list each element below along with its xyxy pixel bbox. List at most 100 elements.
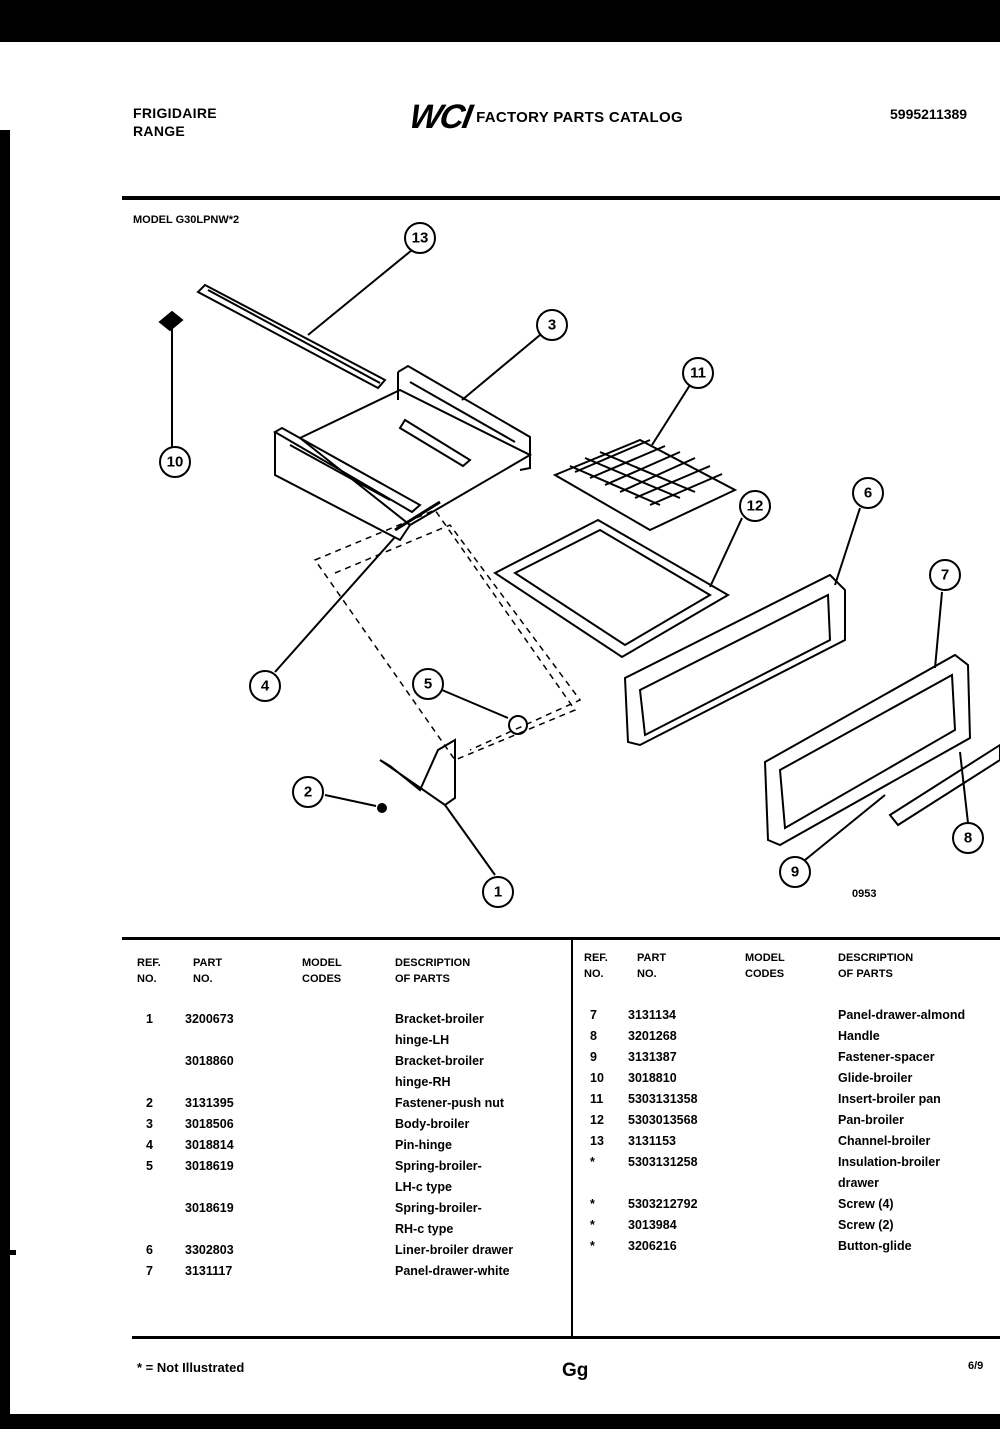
callout-6 xyxy=(852,477,884,509)
table-cell-desc: Screw (2) xyxy=(838,1218,894,1232)
table-cell-part: 3201268 xyxy=(628,1029,677,1043)
table-cell-ref: 1 xyxy=(146,1012,153,1026)
table-cell-ref: * xyxy=(590,1197,595,1211)
callout-1 xyxy=(482,876,514,908)
table-cell-desc: Glide-broiler xyxy=(838,1071,913,1085)
table-cell-ref: 6 xyxy=(146,1243,153,1257)
table-cell-ref: 5 xyxy=(146,1159,153,1173)
callout-label: 12 xyxy=(747,498,764,515)
part-spring-broiler xyxy=(508,715,528,735)
table-bottom-rule xyxy=(132,1336,1000,1339)
table-cell-part: 3018810 xyxy=(628,1071,677,1085)
part-handle xyxy=(888,743,1000,827)
wci-logo: WCI xyxy=(406,98,474,136)
table-cell-desc: Bracket-broiler xyxy=(395,1012,484,1026)
table-cell-desc: LH-c type xyxy=(395,1180,452,1194)
table-cell-desc: Liner-broiler drawer xyxy=(395,1243,514,1257)
table-cell-ref: 10 xyxy=(590,1071,604,1085)
scan-mark xyxy=(0,1250,16,1255)
table-cell-ref: 12 xyxy=(590,1113,604,1127)
col-header-desc: DESCRIPTION OF PARTS xyxy=(838,952,914,980)
brand-name: FRIGIDAIRE xyxy=(133,105,217,121)
table-cell-ref: 2 xyxy=(146,1096,153,1110)
callout-label: 3 xyxy=(548,317,556,334)
header-divider xyxy=(122,196,1000,200)
footnote: * = Not Illustrated xyxy=(137,1360,245,1375)
catalog-title: FACTORY PARTS CATALOG xyxy=(476,108,683,126)
table-cell-desc: Fastener-push nut xyxy=(395,1096,505,1110)
part-channel-broiler xyxy=(196,283,387,390)
scan-border-bottom xyxy=(0,1414,1000,1429)
table-cell-part: 5303212792 xyxy=(628,1197,698,1211)
part-panel-drawer xyxy=(763,653,972,847)
header-brand-block: FRIGIDAIRE RANGE xyxy=(133,104,217,140)
table-cell-ref: * xyxy=(590,1155,595,1169)
table-cell-part: 3131395 xyxy=(185,1096,234,1110)
col-header-model: MODEL CODES xyxy=(302,957,342,985)
table-cell-part: 3018619 xyxy=(185,1159,234,1173)
table-cell-part: 3131134 xyxy=(628,1008,676,1022)
callout-label: 5 xyxy=(424,676,432,693)
table-cell-ref: 4 xyxy=(146,1138,153,1152)
page-date: 6/9 xyxy=(968,1360,984,1372)
part-bracket-broiler xyxy=(379,738,456,807)
callout-8 xyxy=(952,822,984,854)
table-cell-part: 3206216 xyxy=(628,1239,677,1253)
part-insert-broiler-pan xyxy=(552,438,738,532)
callout-label: 10 xyxy=(167,454,184,471)
table-cell-desc: Insulation-broiler xyxy=(838,1155,941,1169)
table-cell-ref: 7 xyxy=(590,1008,597,1022)
col-header-desc: DESCRIPTION OF PARTS xyxy=(395,957,471,985)
callout-7 xyxy=(929,559,961,591)
table-cell-desc: RH-c type xyxy=(395,1222,454,1236)
table-cell-desc: Spring-broiler- xyxy=(395,1159,482,1173)
table-cell-part: 3013984 xyxy=(628,1218,677,1232)
col-header-part: PART NO. xyxy=(193,957,223,985)
page-code: Gg xyxy=(562,1360,589,1381)
callout-label: 7 xyxy=(941,567,949,584)
table-cell-desc: Spring-broiler- xyxy=(395,1201,482,1215)
callout-label: 4 xyxy=(261,678,270,695)
table-cell-ref: * xyxy=(590,1218,595,1232)
table-cell-ref: 13 xyxy=(590,1134,604,1148)
part-liner-broiler-drawer xyxy=(623,573,846,747)
callout-label: 6 xyxy=(864,485,872,502)
table-cell-part: 5303131358 xyxy=(628,1092,698,1106)
table-cell-part: 3018506 xyxy=(185,1117,234,1131)
exploded-parts-diagram: 13 3 11 10 6 12 7 4 5 2 8 9 1 0953 xyxy=(158,222,1000,908)
table-cell-part: 3018814 xyxy=(185,1138,234,1152)
part-glide-broiler xyxy=(158,310,184,332)
table-cell-part: 5303013568 xyxy=(628,1113,698,1127)
callout-4 xyxy=(249,670,281,702)
callout-label: 11 xyxy=(690,365,706,382)
table-cell-desc: hinge-RH xyxy=(395,1075,451,1089)
table-cell-desc: Bracket-broiler xyxy=(395,1054,484,1068)
callout-11 xyxy=(682,357,714,389)
callout-13 xyxy=(404,222,436,254)
table-cell-part: 3302803 xyxy=(185,1243,234,1257)
table-cell-ref: 8 xyxy=(590,1029,597,1043)
part-fastener xyxy=(377,803,387,813)
table-cell-desc: Pan-broiler xyxy=(838,1113,904,1127)
col-header-ref: REF. NO. xyxy=(137,957,161,985)
table-cell-part: 5303131258 xyxy=(628,1155,698,1169)
callout-label: 13 xyxy=(412,230,429,247)
table-column-divider xyxy=(571,937,573,1337)
callout-label: 9 xyxy=(791,864,799,881)
part-body-broiler xyxy=(273,364,533,542)
table-cell-desc: hinge-LH xyxy=(395,1033,450,1047)
table-cell-desc: Body-broiler xyxy=(395,1117,470,1131)
table-cell-desc: Button-glide xyxy=(838,1239,912,1253)
table-cell-ref: 9 xyxy=(590,1050,597,1064)
table-cell-part: 3131387 xyxy=(628,1050,677,1064)
part-pan-broiler xyxy=(493,518,730,659)
callout-9 xyxy=(779,856,811,888)
table-cell-desc: Panel-drawer-almond xyxy=(838,1008,966,1022)
table-cell-desc: drawer xyxy=(838,1176,879,1190)
col-header-ref: REF. NO. xyxy=(584,952,608,980)
table-cell-desc: Fastener-spacer xyxy=(838,1050,935,1064)
col-header-part: PART NO. xyxy=(637,952,667,980)
table-cell-part: 3018619 xyxy=(185,1201,234,1215)
table-cell-ref: * xyxy=(590,1239,595,1253)
header-title-block: WCI FACTORY PARTS CATALOG xyxy=(406,98,683,136)
